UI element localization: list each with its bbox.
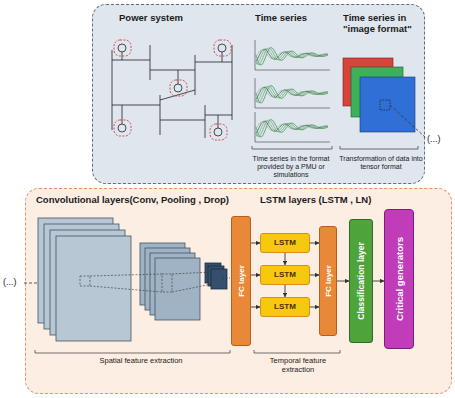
projection-line <box>80 272 230 292</box>
panel-heading: Power system <box>119 13 199 24</box>
tensor-image <box>343 58 415 132</box>
connector <box>251 275 260 276</box>
panel-heading: Transformation of data into tensor forma… <box>339 155 423 171</box>
lstm-cell: LSTM <box>260 265 310 285</box>
connector <box>337 281 349 282</box>
lstm-cell: LSTM <box>260 233 310 253</box>
lstm-cell: LSTM <box>260 297 310 317</box>
panel-heading: Temporal feature extraction <box>254 357 342 374</box>
connector <box>285 253 286 265</box>
connector <box>310 275 319 276</box>
node-label: Critical generators <box>394 237 405 321</box>
connector <box>373 281 384 282</box>
fc-layer: FC layer <box>319 226 337 336</box>
connector <box>285 285 286 297</box>
conv-stack <box>38 218 227 341</box>
continuation-mark: (...) <box>3 277 17 287</box>
classification-layer: Classification layer <box>349 219 373 343</box>
node-label: Classification layer <box>356 242 366 319</box>
connector <box>310 243 319 244</box>
fc-layer: FC layer <box>231 216 251 346</box>
bracket <box>35 146 418 353</box>
connector <box>251 307 260 308</box>
panel-heading: Time series in the format provided by a … <box>245 155 337 179</box>
panel-heading: LSTM layers (LSTM , LN) <box>260 195 430 206</box>
output-box: Critical generators <box>384 209 414 349</box>
panel-heading: Time series <box>255 13 325 24</box>
connector <box>251 243 260 244</box>
continuation-mark: (...) <box>427 134 441 144</box>
node-label: FC layer <box>324 265 333 297</box>
node-label: LSTM <box>261 302 309 311</box>
generator-marker <box>114 40 231 140</box>
panel-heading: Time series in "image format" <box>343 13 423 35</box>
node-label: LSTM <box>261 238 309 247</box>
panel-heading: Spatial feature extraction <box>66 357 216 366</box>
node-label: FC layer <box>237 265 246 297</box>
time-series-plot <box>255 40 330 142</box>
connector <box>310 307 319 308</box>
panel-heading: Convolutional layers(Conv, Pooling , Dro… <box>36 195 251 206</box>
node-label: LSTM <box>261 270 309 279</box>
